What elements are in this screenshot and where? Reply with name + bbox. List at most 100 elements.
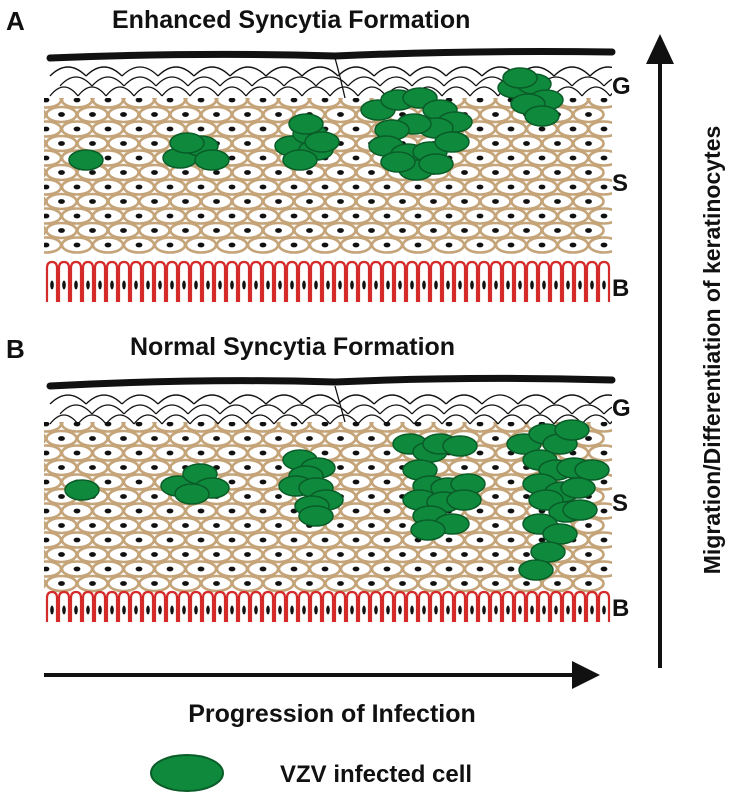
keratinocyte-nucleus [259, 126, 267, 132]
basal-nucleus [602, 280, 606, 290]
granular-cell [411, 404, 445, 415]
basal-cell [393, 260, 407, 302]
keratinocyte-nucleus [120, 436, 127, 441]
keratinocyte-nucleus [182, 436, 189, 441]
granular-cell [334, 57, 346, 99]
keratinocyte-nucleus [244, 494, 251, 499]
keratinocyte-nucleus [89, 141, 96, 146]
granular-cell [219, 76, 253, 87]
granular-cell [157, 394, 195, 405]
basal-cell [573, 590, 587, 622]
keratinocyte-cell [44, 109, 47, 120]
basal-cell [393, 590, 407, 622]
keratinocyte-nucleus [120, 523, 127, 528]
basal-nucleus [86, 605, 90, 615]
keratinocyte-nucleus [321, 421, 329, 427]
infected-cell [410, 519, 446, 541]
keratinocyte-nucleus [445, 537, 453, 543]
keratinocyte-nucleus [321, 242, 329, 248]
keratinocyte-nucleus [73, 566, 81, 572]
granular-cell [589, 394, 612, 405]
keratinocyte-nucleus [104, 126, 112, 132]
basal-cell [189, 590, 203, 622]
keratinocyte-nucleus [368, 465, 375, 470]
keratinocyte-nucleus [368, 494, 375, 499]
keratinocyte-nucleus [244, 465, 251, 470]
keratinocyte-nucleus [228, 508, 236, 514]
keratinocyte-nucleus [120, 228, 127, 233]
basal-nucleus [374, 280, 378, 290]
basal-nucleus [506, 605, 510, 615]
basal-nucleus [290, 280, 294, 290]
basal-nucleus [350, 280, 354, 290]
keratinocyte-nucleus [182, 581, 189, 586]
keratinocyte-nucleus [44, 126, 50, 132]
keratinocyte-nucleus [151, 228, 158, 233]
keratinocyte-nucleus [151, 465, 158, 470]
keratinocyte-nucleus [197, 126, 205, 132]
basal-nucleus [314, 605, 318, 615]
basal-cell [573, 260, 587, 302]
keratinocyte-nucleus [104, 242, 112, 248]
basal-cell [477, 590, 491, 622]
basal-nucleus [338, 280, 342, 290]
basal-cell [465, 590, 479, 622]
granular-cell [443, 404, 477, 415]
keratinocyte-nucleus [275, 581, 282, 586]
basal-cell [213, 590, 227, 622]
keratinocyte-nucleus [414, 566, 422, 572]
keratinocyte-nucleus [337, 199, 344, 204]
basal-nucleus [566, 605, 570, 615]
basal-nucleus [158, 605, 162, 615]
basal-nucleus [398, 280, 402, 290]
infected-cell [530, 541, 566, 563]
granular-cell [265, 66, 303, 77]
basal-nucleus [170, 605, 174, 615]
keratinocyte-nucleus [166, 450, 174, 456]
granular-cell [337, 394, 375, 405]
basal-nucleus [410, 280, 414, 290]
keratinocyte-nucleus [135, 537, 143, 543]
keratinocyte-nucleus [585, 552, 592, 557]
granular-background [44, 386, 612, 422]
basal-nucleus [530, 605, 534, 615]
keratinocyte-nucleus [306, 581, 313, 586]
keratinocyte-nucleus [461, 228, 468, 233]
granular-cell [553, 66, 591, 77]
keratinocyte-nucleus [461, 552, 468, 557]
granular-cell [49, 394, 87, 405]
granular-cell [187, 404, 221, 415]
keratinocyte-nucleus [27, 436, 34, 441]
basal-cell [105, 260, 119, 302]
keratinocyte-nucleus [89, 523, 96, 528]
granular-cell [443, 76, 477, 87]
basal-nucleus [602, 605, 606, 615]
keratinocyte-nucleus [213, 552, 220, 557]
granular-cell [409, 66, 447, 77]
basal-cell [333, 260, 347, 302]
granular-cell [469, 414, 499, 425]
basal-nucleus [290, 605, 294, 615]
keratinocyte-nucleus [135, 242, 143, 248]
basal-cell [585, 590, 599, 622]
basal-nucleus [122, 280, 126, 290]
basal-cell [153, 260, 167, 302]
infected-cell [434, 131, 470, 153]
keratinocyte-nucleus [445, 242, 453, 248]
keratinocyte-nucleus [58, 494, 65, 499]
keratinocyte-nucleus [414, 184, 422, 190]
granular-cell [283, 76, 317, 87]
infected-cell [560, 477, 596, 499]
basal-nucleus [194, 605, 198, 615]
keratinocyte-nucleus [476, 450, 484, 456]
keratinocyte-nucleus [182, 112, 189, 117]
granular-cell [133, 86, 163, 97]
keratinocyte-nucleus [569, 566, 577, 572]
keratinocyte-nucleus [151, 552, 158, 557]
keratinocyte-nucleus [368, 170, 375, 175]
keratinocyte-nucleus [569, 184, 577, 190]
keratinocyte-nucleus [321, 184, 329, 190]
x-axis-arrowhead-icon [572, 661, 600, 689]
granular-cell [517, 394, 555, 405]
